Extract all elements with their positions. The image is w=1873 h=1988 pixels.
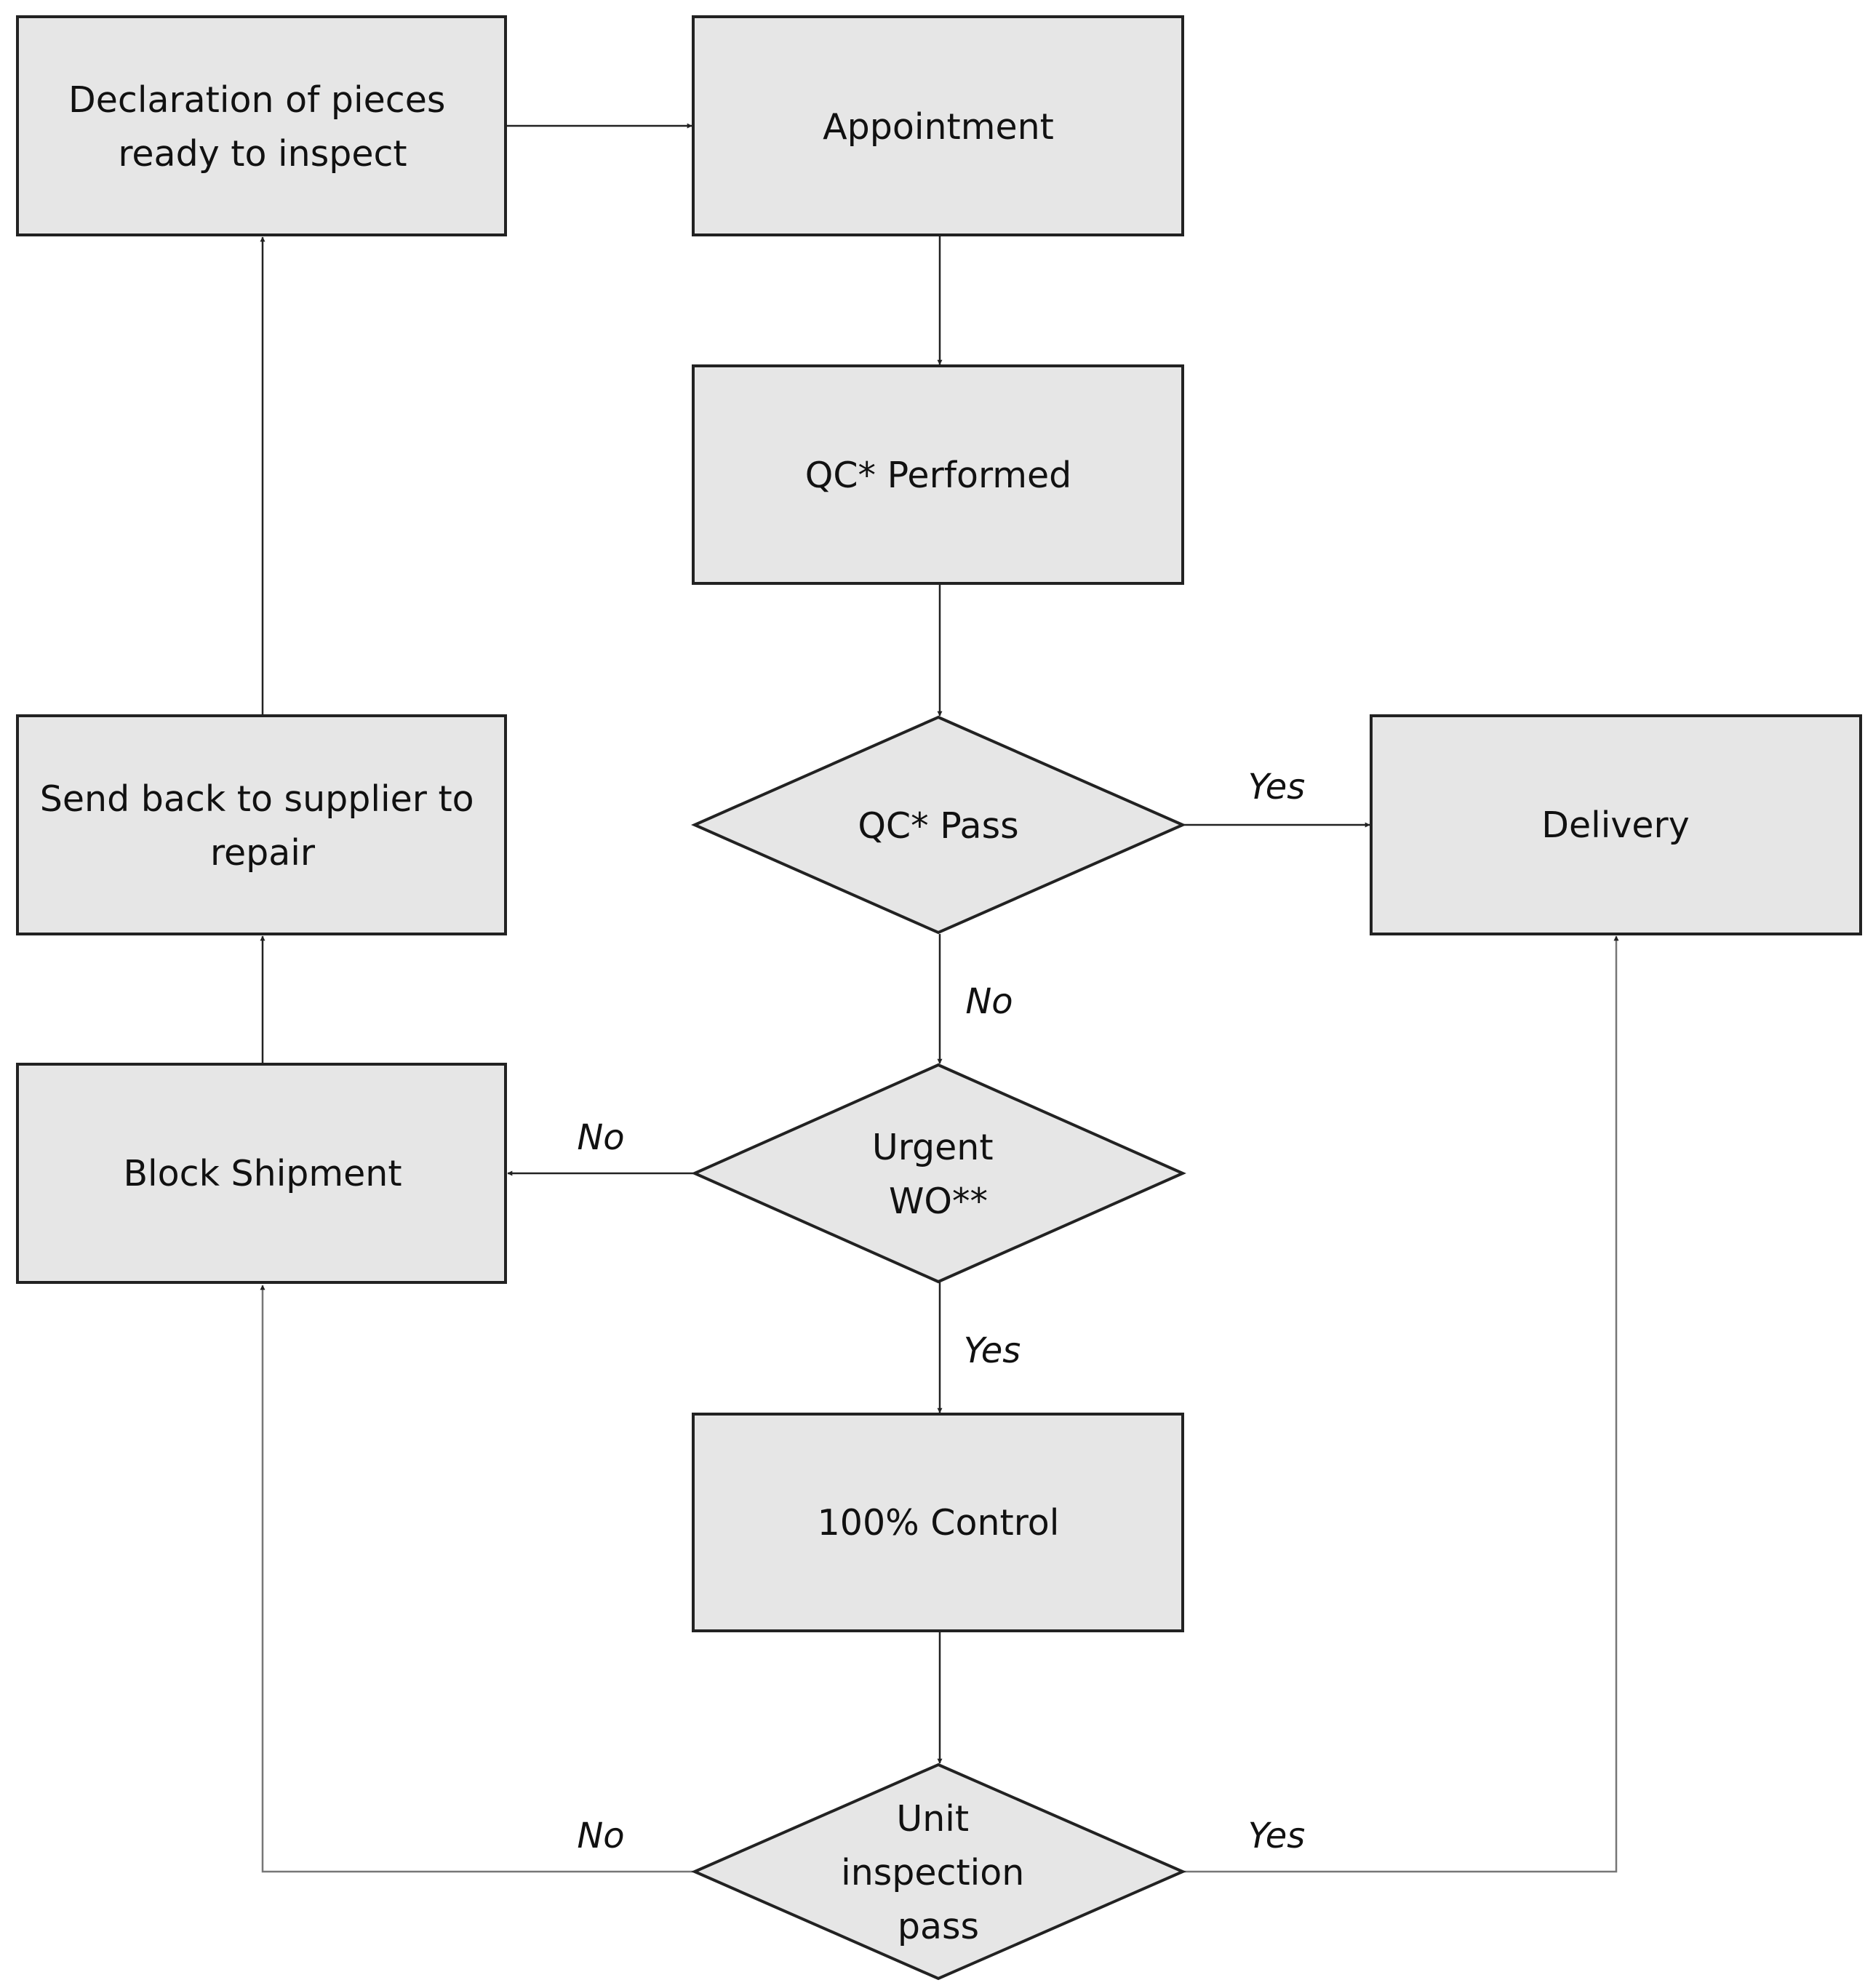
label-urgent-no: No (577, 1117, 624, 1158)
node-block-shipment-label: Block Shipment (123, 1153, 402, 1194)
node-qc-performed: QC* Performed (692, 364, 1184, 585)
node-declaration-label: Declaration of pieces ready to inspect (68, 79, 457, 175)
node-qc-pass-label: QC* Pass (858, 805, 1018, 847)
node-appointment: Appointment (692, 15, 1184, 236)
node-send-back: Send back to supplier to repair (16, 714, 507, 935)
node-declaration: Declaration of pieces ready to inspect (16, 15, 507, 236)
edge-labels: Yes No No Yes No Yes (577, 767, 1305, 1856)
connectors (260, 123, 1619, 1873)
node-urgent-wo: Urgent WO** (691, 1063, 1186, 1284)
node-unit-inspection: Unit inspection pass (691, 1763, 1186, 1981)
node-send-back-label: Send back to supplier to repair (40, 778, 485, 874)
label-urgent-yes: Yes (964, 1330, 1021, 1371)
label-qc-pass-no: No (965, 981, 1013, 1022)
node-unit-inspection-label: Unit inspection pass (841, 1798, 1036, 1947)
node-urgent-wo-label: Urgent WO** (872, 1127, 1005, 1222)
node-qc-pass: QC* Pass (691, 715, 1186, 935)
node-100-control-label: 100% Control (818, 1502, 1060, 1544)
node-block-shipment: Block Shipment (16, 1063, 507, 1284)
edge-unit-yes-to-delivery (1184, 935, 1619, 1873)
label-unit-no: No (577, 1816, 624, 1856)
node-qc-performed-label: QC* Performed (805, 455, 1071, 496)
label-unit-yes: Yes (1248, 1816, 1306, 1856)
node-appointment-label: Appointment (823, 106, 1054, 148)
node-delivery: Delivery (1370, 714, 1862, 935)
edge-unit-no-to-block (260, 1285, 693, 1873)
node-delivery-label: Delivery (1541, 805, 1689, 846)
node-100-control: 100% Control (692, 1413, 1184, 1632)
label-qc-pass-yes: Yes (1248, 767, 1306, 807)
